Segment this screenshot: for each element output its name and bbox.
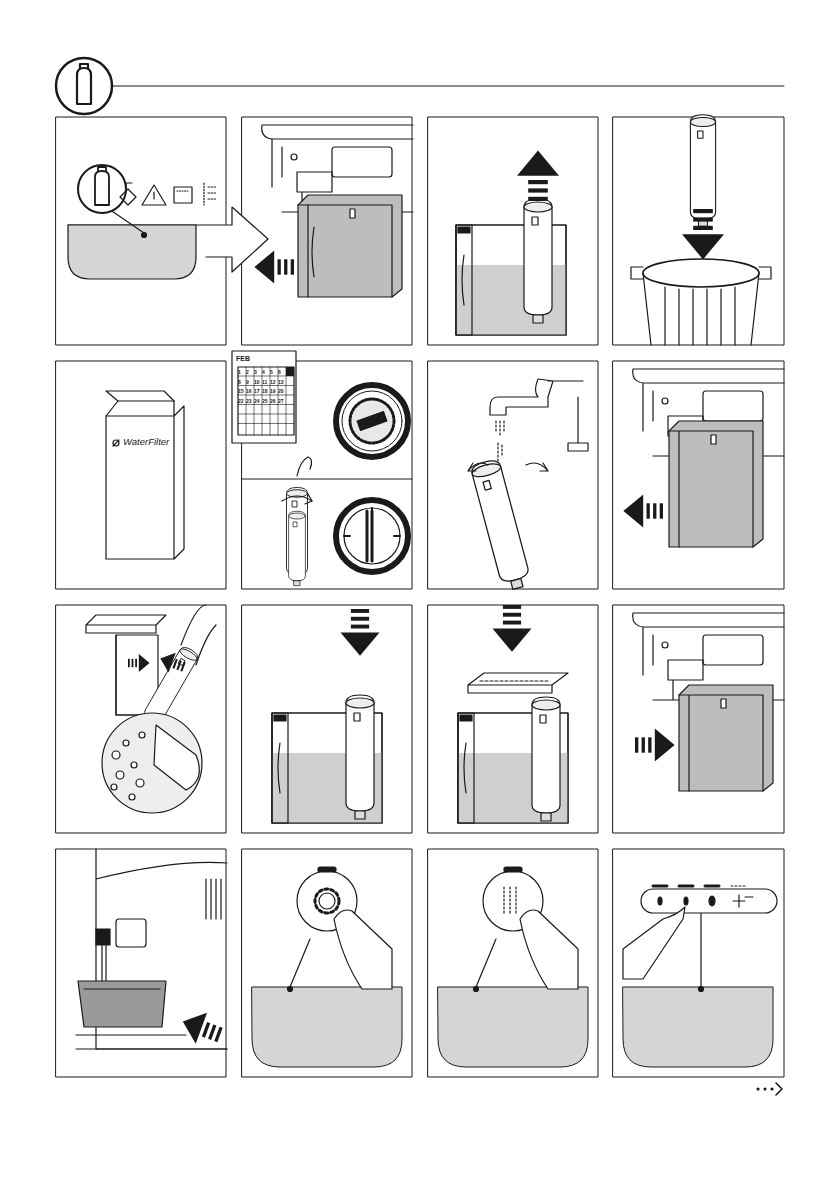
calendar-day: 23 xyxy=(246,399,252,404)
calendar-day: 13 xyxy=(278,380,284,385)
calendar-day: 10 xyxy=(254,380,260,385)
calendar-day: 26 xyxy=(270,399,276,404)
calendar-day: 5 xyxy=(270,370,273,375)
calendar-day: 4 xyxy=(262,370,265,375)
calendar-day: 3 xyxy=(254,370,257,375)
calendar-day: 12 xyxy=(270,380,276,385)
calendar-day: 22 xyxy=(238,399,244,404)
calendar-day: 15 xyxy=(238,389,244,394)
calendar-day: 25 xyxy=(262,399,268,404)
calendar-day: 8 xyxy=(238,380,241,385)
month-label: FEB xyxy=(236,355,250,362)
calendar-day: 17 xyxy=(254,389,260,394)
calendar-day: 6 xyxy=(278,370,281,375)
calendar-day: 2 xyxy=(246,370,249,375)
calendar-day: 27 xyxy=(278,399,284,404)
calendar-day: 9 xyxy=(246,380,249,385)
calendar-day: 19 xyxy=(270,389,276,394)
calendar-day: 11 xyxy=(262,380,267,385)
calendar-day: 24 xyxy=(254,399,260,404)
calendar-day: 20 xyxy=(278,389,284,394)
product-name: WaterFilter xyxy=(123,437,169,447)
calendar-day: 16 xyxy=(246,389,252,394)
calendar-day: 18 xyxy=(262,389,268,394)
calendar-day: 1 xyxy=(238,370,241,375)
